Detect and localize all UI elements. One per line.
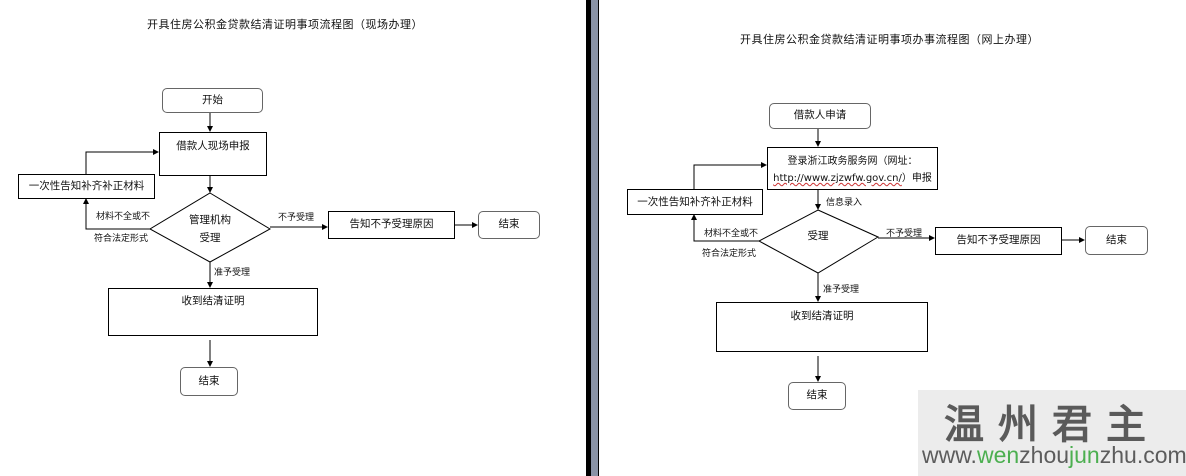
portal-url-link[interactable]: http://www.zjzwfw.gov.cn/ <box>773 173 902 184</box>
apply-onsite-node: 借款人现场申报 <box>159 132 267 176</box>
end-node-right: 结束 <box>478 211 540 239</box>
page-divider <box>586 0 591 476</box>
receive-certificate-node: 收到结清证明 <box>716 302 928 352</box>
start-label: 开始 <box>202 94 223 106</box>
url-part-wen: wen <box>976 442 1020 468</box>
page-divider-gutter <box>591 0 598 476</box>
receive-certificate-label: 收到结清证明 <box>790 310 854 322</box>
notify-supplement-node: 一次性告知补齐补正材料 <box>627 189 763 215</box>
left-flowchart-panel: 开具住房公积金贷款结清证明事项流程图（现场办理） 开始 借款人现场申报 一次性告… <box>0 0 586 476</box>
end-right-label: 结束 <box>1106 234 1127 246</box>
start-node: 借款人申请 <box>769 103 871 129</box>
decision-diamond <box>148 192 272 263</box>
apply-online-line1: 登录浙江政务服务网（网址： <box>787 156 918 167</box>
apply-online-node: 登录浙江政务服务网（网址： http://www.zjzwfw.gov.cn/）… <box>767 147 938 190</box>
end-node-bottom: 结束 <box>788 382 846 410</box>
reject-reason-node: 告知不予受理原因 <box>935 227 1062 255</box>
reject-reason-node: 告知不予受理原因 <box>328 211 455 239</box>
site-watermark: 温州君主 www.wenzhoujunzhu.com <box>918 390 1186 476</box>
page-divider-edge <box>598 0 599 476</box>
notify-supplement-label: 一次性告知补齐补正材料 <box>28 180 145 192</box>
decision-label-line2: 受理 <box>199 232 221 244</box>
end-bottom-label: 结束 <box>198 375 220 387</box>
right-flowchart-title: 开具住房公积金贷款结清证明事项办事流程图（网上办理） <box>740 33 1039 46</box>
start-node: 开始 <box>162 88 263 113</box>
reject-reason-label: 告知不予受理原因 <box>349 218 434 230</box>
notify-supplement-node: 一次性告知补齐补正材料 <box>18 174 155 199</box>
accept-edge-label: 准予受理 <box>823 285 860 295</box>
notify-supplement-label: 一次性告知补齐补正材料 <box>637 196 753 208</box>
incomplete-label-line2: 符合法定形式 <box>94 234 149 244</box>
arrow-supplement-to-apply <box>85 149 159 174</box>
end-node-right: 结束 <box>1085 226 1148 255</box>
apply-online-suffix: ）申报 <box>901 173 932 184</box>
info-entry-edge-label: 信息录入 <box>826 198 863 208</box>
end-right-label: 结束 <box>498 218 520 230</box>
url-prefix: www. <box>922 442 977 468</box>
watermark-logo-text: 温州君主 <box>944 401 1160 448</box>
url-part-zhou: zhou <box>1019 442 1070 468</box>
receive-certificate-label: 收到结清证明 <box>181 295 245 307</box>
receive-certificate-node: 收到结清证明 <box>108 288 318 336</box>
reject-edge-label: 不予受理 <box>886 229 923 239</box>
reject-reason-label: 告知不予受理原因 <box>956 234 1041 246</box>
left-flowchart-title: 开具住房公积金贷款结清证明事项流程图（现场办理） <box>147 18 423 31</box>
arrow-supplement-to-apply <box>693 162 767 189</box>
url-part-zhu: zhu.com <box>1099 442 1186 468</box>
decision-label-line1: 管理机构 <box>189 214 231 226</box>
watermark-url: www.wenzhoujunzhu.com <box>922 442 1186 469</box>
incomplete-label-line1: 材料不全或不 <box>704 229 759 239</box>
decision-label: 受理 <box>807 230 829 242</box>
url-part-jun: jun <box>1069 442 1100 468</box>
end-node-bottom: 结束 <box>180 367 238 396</box>
start-label: 借款人申请 <box>793 109 847 121</box>
incomplete-label-line2: 符合法定形式 <box>702 249 757 259</box>
reject-edge-label: 不予受理 <box>278 213 315 223</box>
incomplete-label-line1: 材料不全或不 <box>96 212 151 222</box>
end-bottom-label: 结束 <box>806 389 828 401</box>
apply-onsite-label: 借款人现场申报 <box>176 140 250 152</box>
accept-edge-label: 准予受理 <box>214 268 251 278</box>
